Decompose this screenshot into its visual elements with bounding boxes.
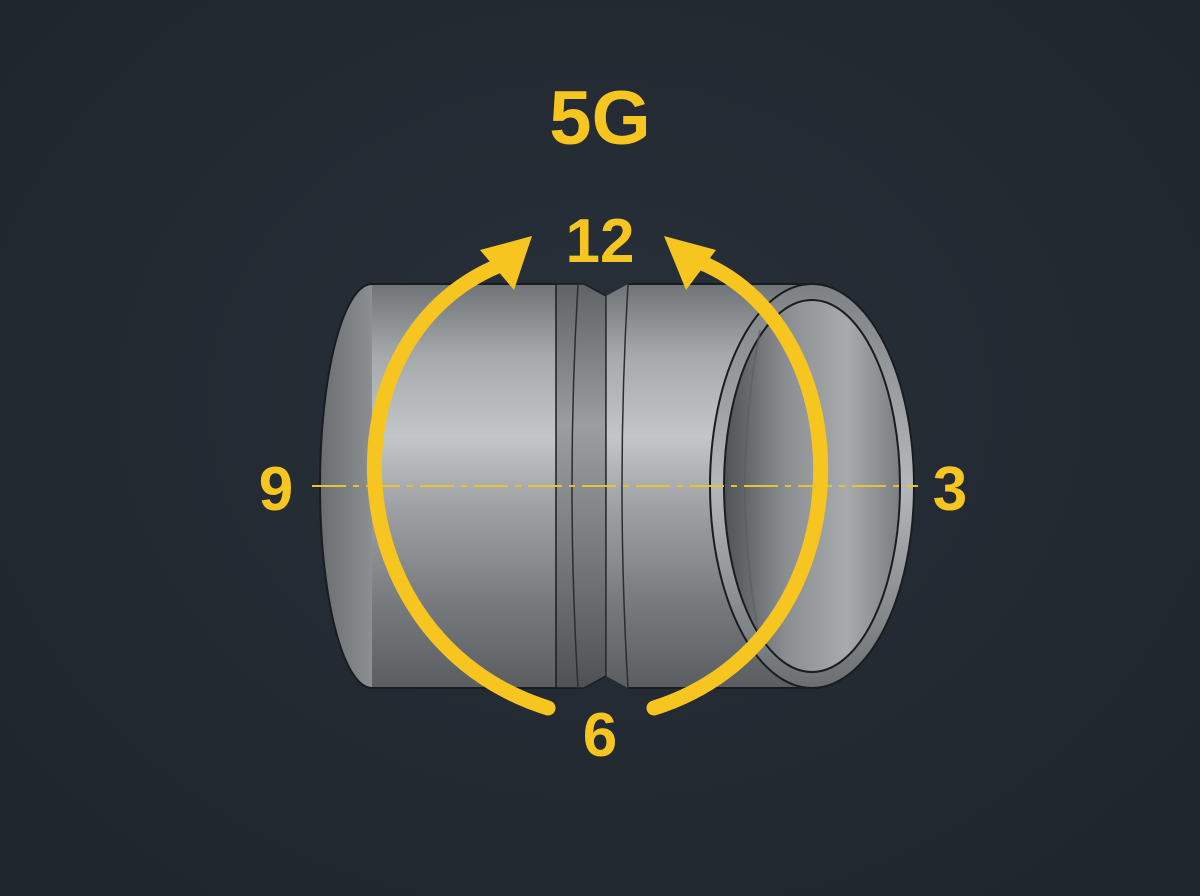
left-arrowhead xyxy=(480,236,532,290)
position-title: 5G xyxy=(549,76,650,161)
clock-position-top: 12 xyxy=(566,207,635,276)
clock-position-bottom: 6 xyxy=(583,701,617,770)
left-rotation-arrow xyxy=(366,236,556,716)
right-arrowhead xyxy=(664,236,716,290)
clock-position-right: 3 xyxy=(933,455,967,524)
clock-position-left: 9 xyxy=(259,455,293,524)
right-rotation-arrow xyxy=(646,236,829,716)
